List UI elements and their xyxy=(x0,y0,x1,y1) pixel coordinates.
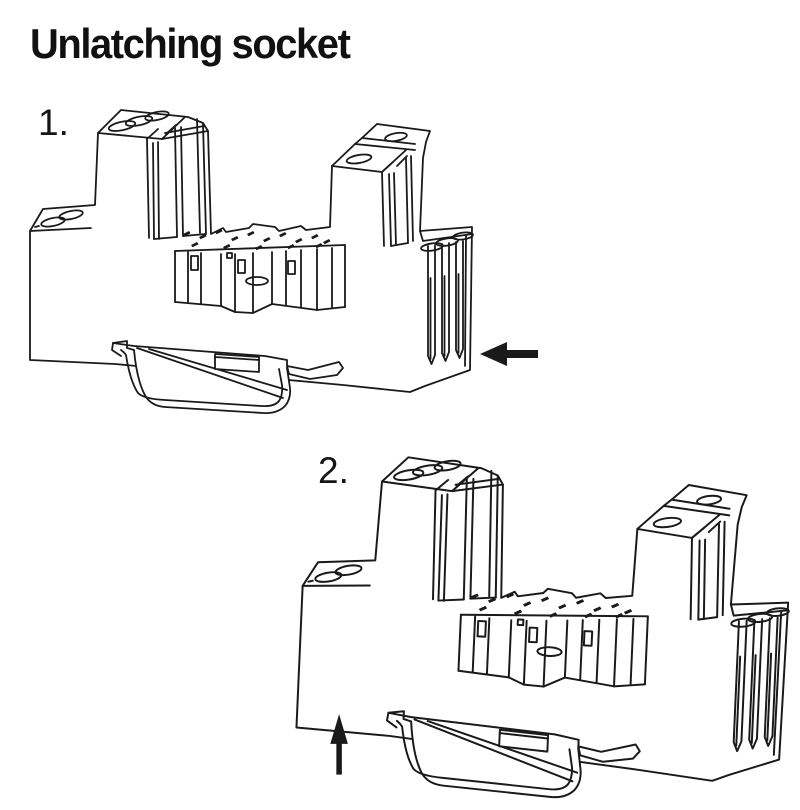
page-title: Unlatching socket xyxy=(30,20,351,67)
step-2-number: 2. xyxy=(318,450,349,491)
arrow-left-icon xyxy=(480,342,538,366)
step-2-figure xyxy=(253,446,800,810)
arrow-up-icon xyxy=(330,714,348,775)
socket-illustration-step-1 xyxy=(29,108,538,415)
step-1-number: 1. xyxy=(38,102,69,143)
socket-illustration-step-2 xyxy=(292,451,797,809)
step-1-figure xyxy=(25,98,545,430)
